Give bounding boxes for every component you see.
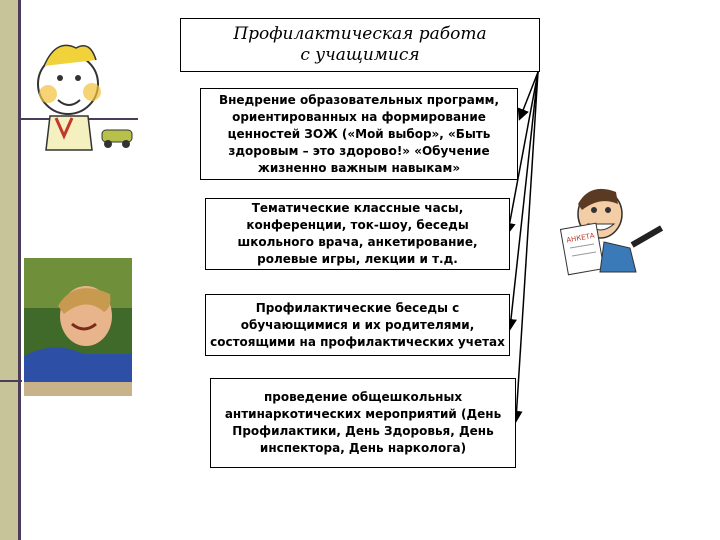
activity-box-school-events: проведение общешкольных антинаркотически… (210, 378, 516, 468)
diagram-title: Профилактическая работа с учащимися (180, 18, 540, 72)
cartoon-man-questionnaire-image: АНКЕТА (560, 188, 664, 276)
cartoon-boy-image (37, 44, 133, 151)
left-decor-line (18, 0, 21, 540)
activity-box-programs: Внедрение образовательных программ, орие… (200, 88, 518, 180)
left-decor-bar (0, 0, 18, 540)
decor-rule-lower (0, 380, 22, 382)
smiling-boy-photo (24, 258, 132, 396)
activity-box-class-hours: Тематические классные часы, конференции,… (205, 198, 510, 270)
activity-box-preventive-talks: Профилактические беседы с обучающимися и… (205, 294, 510, 356)
